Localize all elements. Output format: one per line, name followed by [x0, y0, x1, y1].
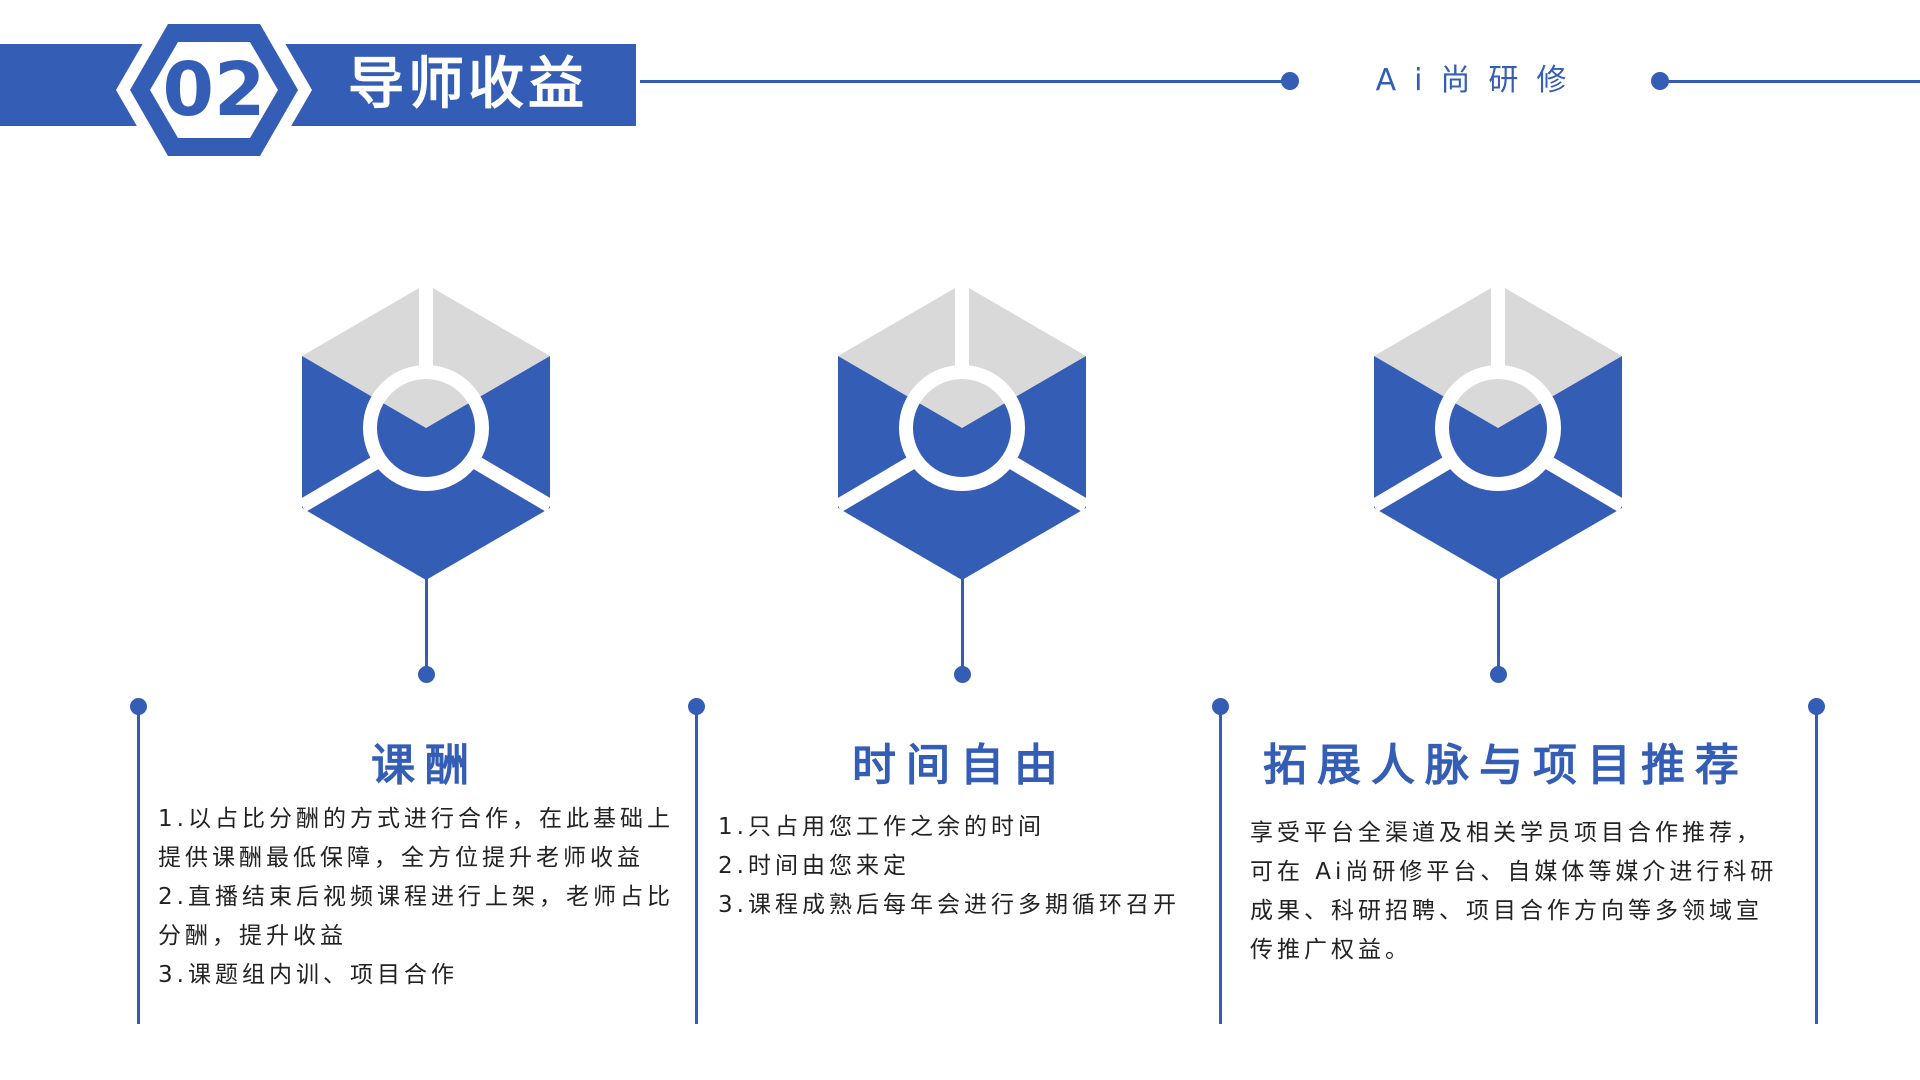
page-title: 导师收益 — [348, 52, 588, 117]
column-border — [695, 706, 698, 1024]
body-line: 1.只占用您工作之余的时间 — [718, 814, 1045, 840]
body-line: 3.课题组内训、项目合作 — [158, 962, 458, 988]
connector-line — [961, 570, 964, 670]
header-line — [640, 80, 1290, 83]
header-band — [0, 44, 636, 126]
column-border — [1219, 706, 1222, 1024]
header-dot — [1281, 72, 1299, 90]
column-title: 拓展人脉与项目推荐 — [1263, 740, 1749, 791]
body-line: 享受平台全渠道及相关学员项目合作推荐， — [1250, 820, 1763, 846]
body-line: 2.直播结束后视频课程进行上架，老师占比 — [158, 884, 674, 910]
brand-name: Ai尚研修 — [1375, 63, 1585, 98]
column-border — [1815, 706, 1818, 1024]
body-line: 1.以占比分酬的方式进行合作，在此基础上 — [158, 806, 674, 832]
connector-dot — [1490, 666, 1507, 683]
column-body: 享受平台全渠道及相关学员项目合作推荐， 可在 Ai尚研修平台、自媒体等媒介进行科… — [1250, 814, 1790, 970]
connector-line — [425, 570, 428, 670]
header-line — [1660, 80, 1920, 83]
hexagon-cube-icon — [834, 284, 1090, 580]
connector-dot — [418, 666, 435, 683]
hexagon-cube-icon — [1370, 284, 1626, 580]
hexagon-badge-icon — [116, 14, 312, 166]
column-body: 1.只占用您工作之余的时间 2.时间由您来定 3.课程成熟后每年会进行多期循环召… — [718, 808, 1218, 925]
body-line: 2.时间由您来定 — [718, 853, 910, 879]
column-title: 课酬 — [371, 740, 479, 791]
connector-line — [1497, 570, 1500, 670]
column-body: 1.以占比分酬的方式进行合作，在此基础上 提供课酬最低保障，全方位提升老师收益 … — [158, 800, 698, 995]
body-line: 3.课程成熟后每年会进行多期循环召开 — [718, 892, 1180, 918]
connector-dot — [954, 666, 971, 683]
body-line: 传推广权益。 — [1250, 937, 1412, 963]
body-line: 成果、科研招聘、项目合作方向等多领域宣 — [1250, 898, 1763, 924]
body-line: 可在 Ai尚研修平台、自媒体等媒介进行科研 — [1250, 859, 1778, 885]
section-number: 02 — [162, 47, 266, 133]
hexagon-cube-icon — [298, 284, 554, 580]
column-border — [137, 706, 140, 1024]
body-line: 分酬，提升收益 — [158, 923, 347, 949]
body-line: 提供课酬最低保障，全方位提升老师收益 — [158, 845, 644, 871]
column-title: 时间自由 — [852, 740, 1068, 791]
